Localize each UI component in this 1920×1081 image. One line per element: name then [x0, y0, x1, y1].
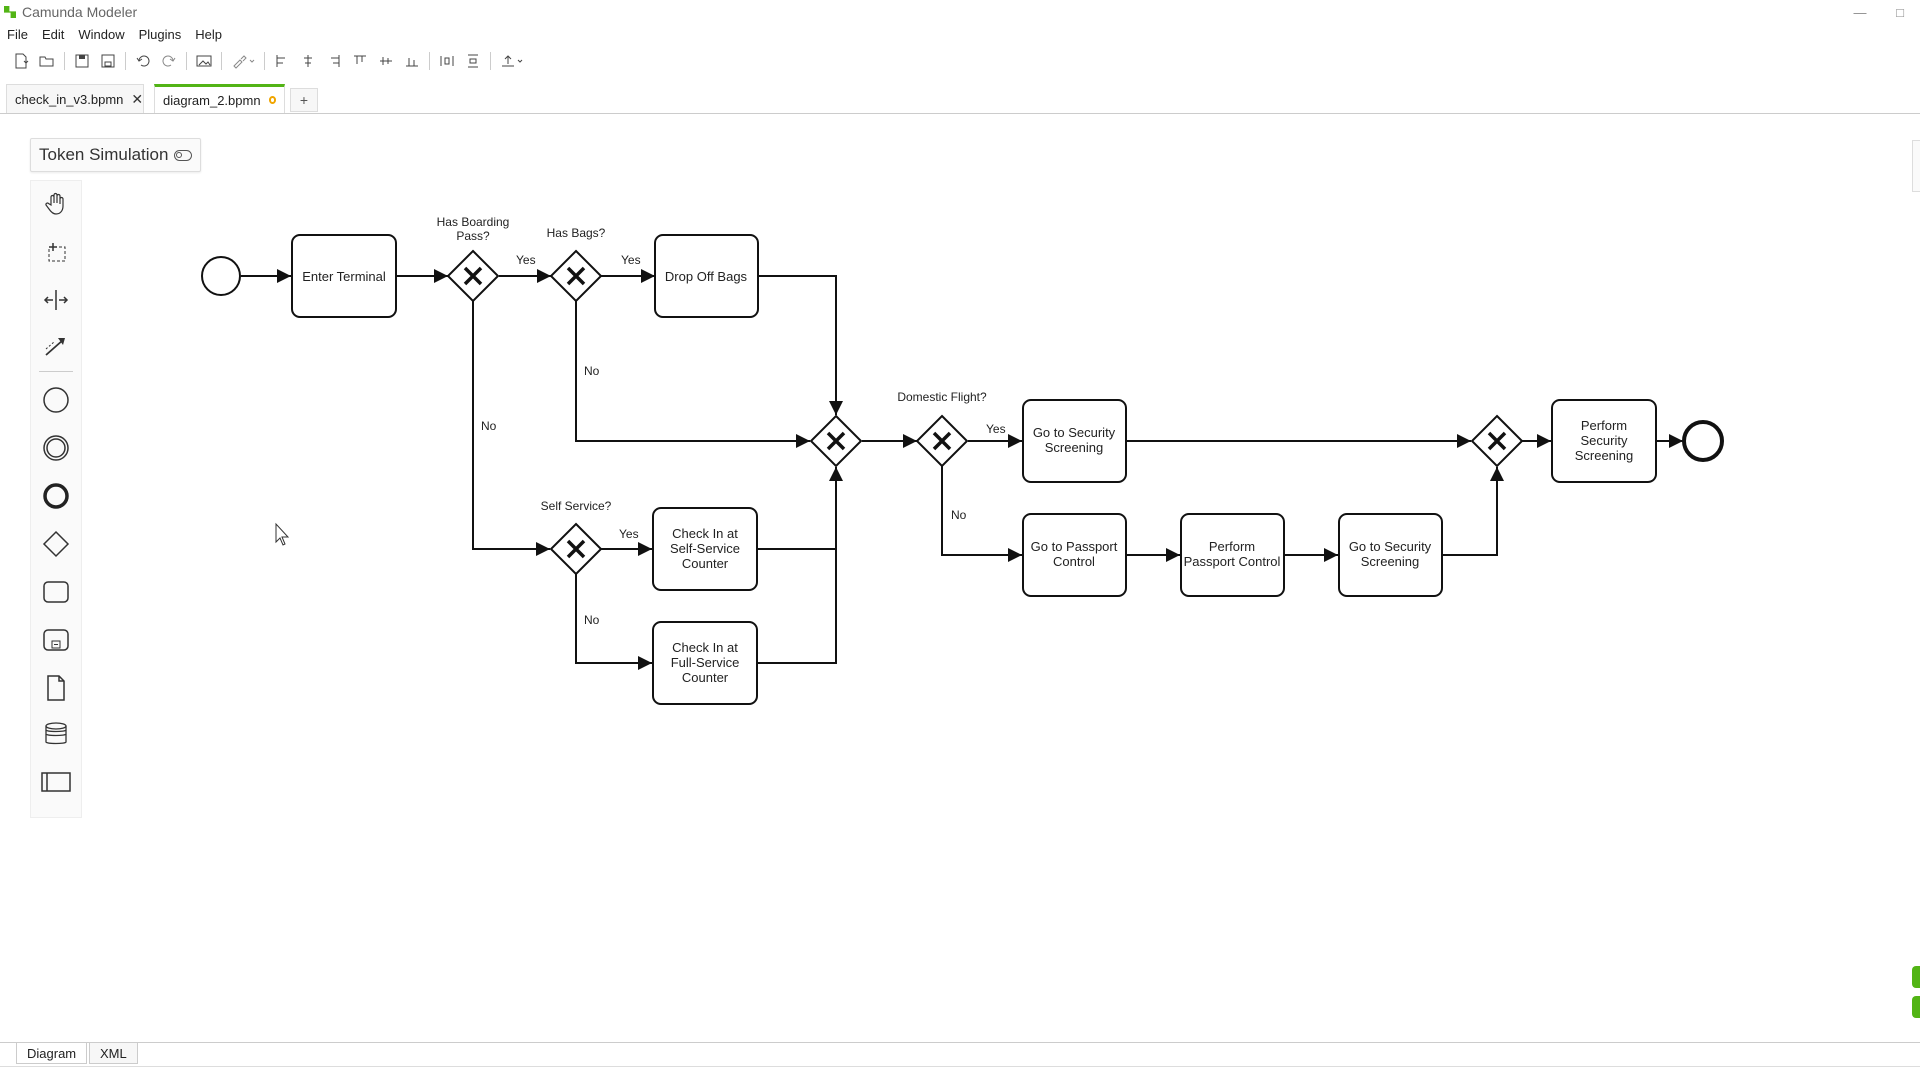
save-all-icon[interactable] — [95, 49, 121, 73]
toolbar-separator — [186, 52, 187, 70]
tab-label: check_in_v3.bpmn — [15, 91, 124, 107]
toolbar-separator — [125, 52, 126, 70]
menu-window[interactable]: Window — [78, 26, 125, 42]
toolbar-separator — [64, 52, 65, 70]
save-icon[interactable] — [69, 49, 95, 73]
toggle-icon — [174, 149, 193, 161]
align-bottom-icon[interactable] — [399, 49, 425, 73]
task-icon[interactable] — [41, 577, 71, 607]
window-title: Camunda Modeler — [22, 4, 138, 20]
token-simulation-label: Token Simulation — [39, 145, 169, 164]
tab-xml-view[interactable]: XML — [89, 1043, 138, 1064]
tab-diagram-2[interactable]: diagram_2.bpmn — [154, 84, 285, 113]
open-folder-icon[interactable] — [34, 49, 60, 73]
menu-edit[interactable]: Edit — [41, 26, 65, 42]
toolbar — [0, 46, 1920, 76]
menu-help[interactable]: Help — [195, 26, 222, 42]
add-tab-button[interactable]: + — [290, 88, 318, 112]
hand-tool-icon[interactable] — [41, 189, 71, 219]
menu-bar: File Edit Window Plugins Help — [0, 24, 1920, 44]
align-top-icon[interactable] — [347, 49, 373, 73]
tool-palette — [30, 180, 82, 818]
deploy-icon[interactable] — [495, 49, 529, 73]
toolbar-separator — [490, 52, 491, 70]
status-indicator — [1912, 996, 1920, 1018]
tab-check-in-v3[interactable]: check_in_v3.bpmn ✕ — [6, 84, 144, 113]
close-icon[interactable]: ✕ — [131, 90, 144, 107]
minimize-button[interactable]: — — [1853, 4, 1867, 20]
status-indicator — [1912, 966, 1920, 988]
distribute-horizontal-icon[interactable] — [434, 49, 460, 73]
align-right-icon[interactable] — [321, 49, 347, 73]
lasso-tool-icon[interactable] — [41, 237, 71, 267]
toolbar-separator — [264, 52, 265, 70]
data-store-icon[interactable] — [41, 719, 71, 749]
title-bar: Camunda Modeler — □ — [0, 0, 1920, 24]
diagram-canvas[interactable] — [6, 114, 1920, 1042]
align-left-icon[interactable] — [269, 49, 295, 73]
properties-panel-toggle[interactable] — [1912, 140, 1920, 192]
unsaved-indicator-icon — [268, 96, 276, 104]
gateway-icon[interactable] — [41, 529, 71, 559]
menu-file[interactable]: File — [7, 26, 28, 42]
maximize-button[interactable]: □ — [1896, 4, 1904, 20]
color-picker-icon[interactable] — [226, 49, 260, 73]
align-middle-icon[interactable] — [373, 49, 399, 73]
tab-label: diagram_2.bpmn — [163, 92, 261, 108]
menu-plugins[interactable]: Plugins — [138, 26, 182, 42]
view-tabs: Diagram XML — [0, 1042, 1920, 1066]
tab-diagram-view[interactable]: Diagram — [16, 1043, 88, 1064]
camunda-logo-icon — [4, 6, 16, 18]
toolbar-separator — [221, 52, 222, 70]
undo-icon[interactable] — [130, 49, 156, 73]
global-connect-tool-icon[interactable] — [41, 331, 71, 361]
align-center-icon[interactable] — [295, 49, 321, 73]
toolbar-separator — [429, 52, 430, 70]
distribute-vertical-icon[interactable] — [460, 49, 486, 73]
start-event-icon[interactable] — [41, 385, 71, 415]
end-event-icon[interactable] — [41, 481, 71, 511]
redo-icon[interactable] — [156, 49, 182, 73]
palette-separator — [39, 371, 73, 372]
intermediate-event-icon[interactable] — [41, 433, 71, 463]
data-object-icon[interactable] — [41, 673, 71, 703]
pool-icon[interactable] — [41, 767, 71, 797]
status-bar — [0, 1066, 1920, 1081]
export-image-icon[interactable] — [191, 49, 217, 73]
subprocess-icon[interactable] — [41, 625, 71, 655]
space-tool-icon[interactable] — [41, 285, 71, 315]
window-controls: — □ — [1840, 0, 1920, 24]
new-file-icon[interactable] — [8, 49, 34, 73]
tab-bar: check_in_v3.bpmn ✕ diagram_2.bpmn + — [0, 84, 1920, 114]
token-simulation-toggle[interactable]: Token Simulation — [30, 138, 202, 172]
